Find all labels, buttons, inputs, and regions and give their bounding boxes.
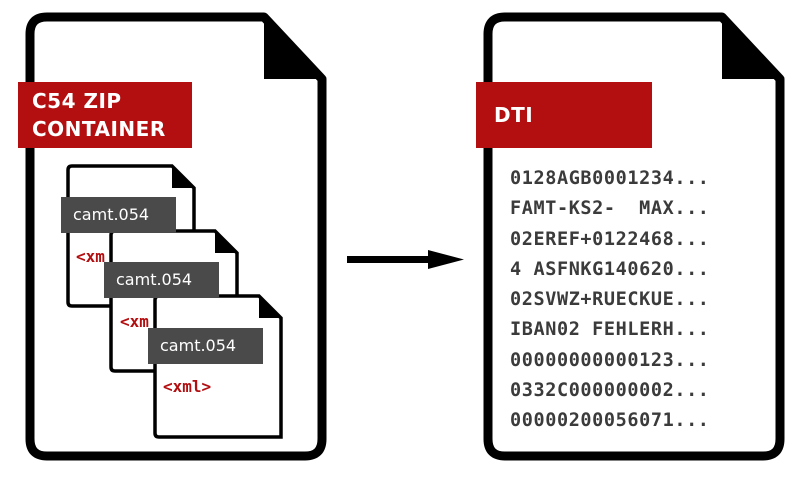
- zip-container-label: C54 ZIP CONTAINER: [18, 82, 192, 148]
- dti-line: IBAN02 FEHLERH...: [510, 319, 710, 341]
- camt-file-1-xml: <xm: [76, 247, 105, 266]
- camt-file-2-tag: camt.054: [104, 262, 219, 298]
- dti-label: DTI: [476, 82, 652, 148]
- zip-container-label-line2: CONTAINER: [32, 117, 166, 141]
- camt-file-1-tag: camt.054: [61, 197, 176, 233]
- arrow-right-icon: [347, 250, 464, 269]
- dti-line: 4 ASFNKG140620...: [510, 258, 710, 280]
- dti-line: 02EREF+0122468...: [510, 228, 710, 250]
- dti-line: 00000200056071...: [510, 410, 710, 432]
- camt-file-3-icon: [153, 294, 283, 439]
- zip-container-label-line1: C54 ZIP: [32, 89, 122, 113]
- dti-line: 0332C000000002...: [510, 380, 710, 402]
- camt-file-3-xml: <xml>: [163, 377, 212, 396]
- camt-file-3-tag: camt.054: [148, 328, 263, 364]
- dti-content: 0128AGB0001234... FAMT-KS2- MAX... 02ERE…: [510, 164, 710, 437]
- dti-line: 00000000000123...: [510, 349, 710, 371]
- dti-line: 02SVWZ+RUECKUE...: [510, 289, 710, 311]
- dti-line: FAMT-KS2- MAX...: [510, 198, 710, 220]
- camt-file-2-xml: <xm: [120, 312, 149, 331]
- dti-line: 0128AGB0001234...: [510, 168, 710, 189]
